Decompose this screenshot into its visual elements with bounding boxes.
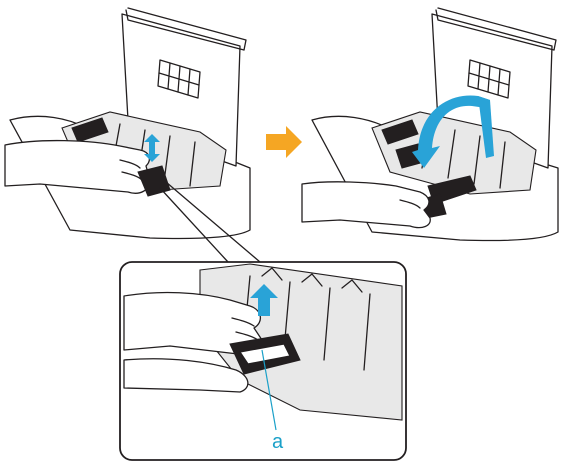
hand-left (5, 141, 150, 194)
hand-right (302, 182, 430, 228)
printer-right-scene (302, 8, 558, 241)
callout-label-a: a (272, 432, 283, 452)
arrow-right-icon (266, 126, 302, 158)
detail-callout-box (120, 262, 406, 460)
zoom-leader-line-2 (166, 182, 260, 262)
printer-left-scene (5, 8, 250, 239)
zoom-leader-line-1 (160, 188, 228, 262)
